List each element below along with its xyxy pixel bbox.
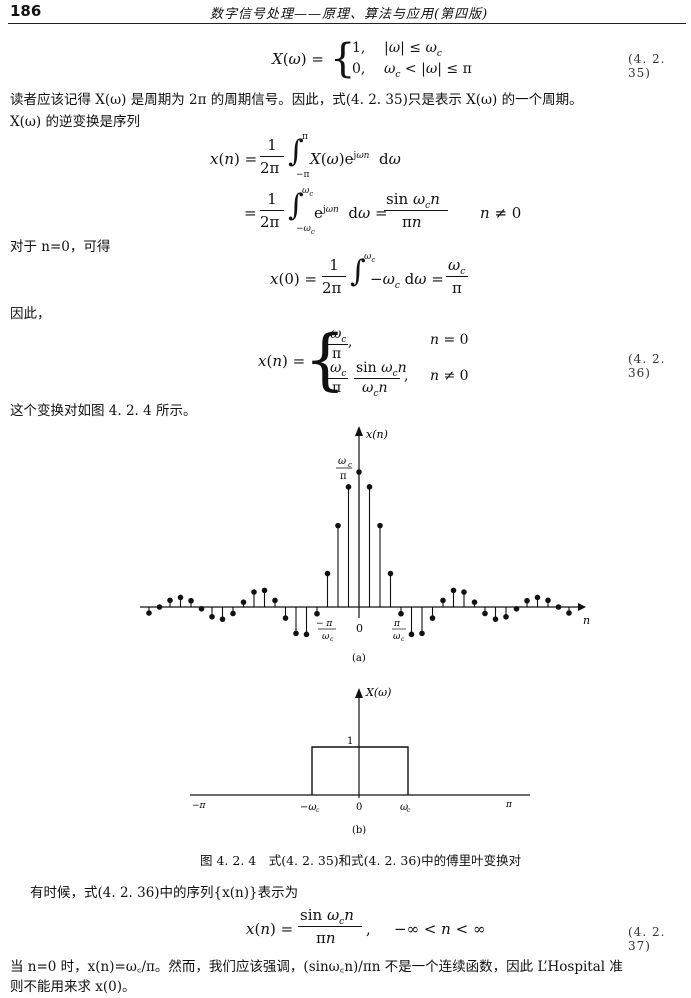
figure-a-tick-neg: − π bbox=[316, 619, 333, 629]
stem-point bbox=[146, 610, 152, 616]
stem-point bbox=[408, 631, 415, 638]
figure-b-y-label: X(ω) bbox=[365, 686, 391, 699]
figure-b-wc: ω bbox=[400, 802, 408, 813]
equation-number-4-2-37: (4. 2. 37) bbox=[628, 925, 666, 953]
figure-b-one-label: 1 bbox=[347, 736, 353, 747]
header-rule bbox=[8, 23, 686, 24]
stem-point bbox=[387, 570, 394, 577]
stem-point bbox=[261, 587, 268, 594]
figure-a-peak-den: π bbox=[340, 471, 347, 482]
stem-point bbox=[251, 589, 257, 595]
equation-4-2-36: x(n) = { ωc π , n = 0 ωc π sin ωcn ωcn ,… bbox=[258, 321, 469, 399]
stem-point bbox=[366, 484, 373, 490]
figure-a-tick-pos: π bbox=[393, 619, 401, 629]
stem-point bbox=[429, 615, 436, 621]
figure-a-x-label: n bbox=[583, 614, 590, 627]
stem-point bbox=[377, 522, 383, 529]
running-title: 数字信号处理——原理、算法与应用(第四版) bbox=[210, 7, 489, 22]
stem-point bbox=[303, 631, 310, 638]
stem-point bbox=[240, 599, 247, 605]
paragraph-6-line-1: 当 n=0 时，x(n)=ω꜀/π。然而，我们应该强调，(sinω꜀n)/πn … bbox=[10, 959, 623, 975]
paragraph-6-line-2: 则不能用来求 x(0)。 bbox=[10, 979, 136, 995]
stem-point bbox=[450, 587, 457, 594]
paragraph-3: 因此， bbox=[10, 306, 51, 322]
stem-point bbox=[324, 570, 331, 577]
equation-x0: x(0) = 1 2π ∫ ωc −ωc dω = ωc π bbox=[270, 252, 490, 306]
stem-point bbox=[566, 610, 572, 616]
case1-condition: |ω| ≤ ωc bbox=[384, 40, 442, 59]
figure-caption: 图 4. 2. 4 式(4. 2. 35)和式(4. 2. 36)中的傅里叶变换… bbox=[200, 853, 522, 868]
equation-inverse-transform: x(n) = 1 2π ∫ π −π X(ω)ejωn dω = 1 2π ∫ … bbox=[210, 132, 522, 236]
stem-point bbox=[471, 599, 478, 605]
figure-b-y-arrow bbox=[355, 688, 363, 698]
figure-b-neg-wc: −ω bbox=[300, 802, 317, 813]
figure-a-subcaption: (a) bbox=[352, 653, 366, 664]
stem-point bbox=[545, 597, 551, 604]
paragraph-2: 对于 n=0，可得 bbox=[10, 239, 111, 255]
stem-point bbox=[335, 522, 341, 529]
equation-4-2-37: x(n) = sin ωcn πn , −∞ < n < ∞ bbox=[246, 906, 486, 947]
stem-point bbox=[219, 616, 226, 622]
page-number: 186 bbox=[10, 2, 42, 20]
equation-number-4-2-36: (4. 2. 36) bbox=[628, 352, 666, 380]
paragraph-5: 有时候，式(4. 2. 36)中的序列{x(n)}表示为 bbox=[30, 885, 299, 901]
figure-b-pi: π bbox=[505, 800, 513, 810]
figure-a-stem-plot: x(n) ω c π n 0 − π ω c π ω c (a) bbox=[140, 426, 590, 664]
stem-point bbox=[482, 610, 488, 617]
figure-b-neg-wc-sub: c bbox=[316, 807, 320, 814]
figure-b-rect-pulse bbox=[311, 746, 409, 795]
figure-a-stems bbox=[146, 469, 572, 638]
case2-value: 0, bbox=[352, 61, 366, 77]
stem-point bbox=[230, 610, 236, 617]
figure-a-y-label: x(n) bbox=[366, 428, 388, 441]
figure-a-tick-neg-den: ω bbox=[322, 632, 330, 642]
stem-point bbox=[503, 613, 509, 620]
figure-a-zero-label: 0 bbox=[356, 622, 363, 635]
stem-point bbox=[398, 610, 404, 617]
brace: { bbox=[330, 36, 356, 82]
stem-point bbox=[513, 605, 520, 612]
figure-b-wc-sub: c bbox=[407, 807, 411, 814]
stem-point bbox=[198, 605, 205, 612]
stem-point bbox=[524, 597, 530, 604]
equation-number-4-2-35: (4. 2. 35) bbox=[628, 52, 666, 80]
stem-point bbox=[209, 613, 215, 620]
stem-point bbox=[356, 469, 362, 475]
figure-a-x-arrow bbox=[578, 603, 586, 611]
stem-point bbox=[293, 630, 299, 637]
stem-point bbox=[177, 594, 184, 601]
paragraph-1-line-1: 读者应该记得 X(ω) 是周期为 2π 的周期信号。因此，式(4. 2. 35)… bbox=[10, 92, 583, 108]
figure-a-peak-num: ω bbox=[338, 456, 346, 467]
case2-condition: ωc < |ω| ≤ π bbox=[384, 61, 472, 80]
figure-b-subcaption: (b) bbox=[352, 825, 366, 836]
equation-4-2-35: X(ω) = { 1, |ω| ≤ ωc 0, ωc < |ω| ≤ π bbox=[272, 36, 512, 84]
stem-point bbox=[492, 616, 499, 622]
stem-point bbox=[534, 594, 541, 601]
stem-point bbox=[156, 604, 163, 610]
stem-point bbox=[282, 615, 289, 621]
paragraph-4: 这个变换对如图 4. 2. 4 所示。 bbox=[10, 403, 197, 419]
stem-point bbox=[555, 604, 562, 610]
stem-point bbox=[419, 630, 425, 637]
figure-b-neg-pi: −π bbox=[192, 801, 207, 811]
figure-b-spectrum-plot: X(ω) 1 −π −ω c 0 ω c π (b) bbox=[190, 686, 530, 836]
paragraph-1-line-2: X(ω) 的逆变换是序列 bbox=[10, 114, 140, 130]
figure-a-tick-pos-sub: c bbox=[401, 636, 405, 643]
eq-lhs: X(ω) = bbox=[272, 50, 324, 68]
stem-point bbox=[345, 484, 352, 490]
stem-point bbox=[167, 597, 173, 604]
stem-point bbox=[440, 597, 446, 604]
figure-b-zero: 0 bbox=[356, 802, 362, 813]
figure-a-tick-pos-den: ω bbox=[393, 632, 401, 642]
stem-point bbox=[461, 589, 467, 595]
figure-a-peak-sub: c bbox=[348, 461, 352, 469]
stem-point bbox=[272, 597, 278, 604]
stem-point bbox=[314, 610, 320, 617]
case1-value: 1, bbox=[352, 40, 366, 56]
stem-point bbox=[188, 597, 194, 604]
figure-a-y-arrow bbox=[355, 426, 363, 436]
figure-a-tick-neg-sub: c bbox=[330, 636, 334, 643]
